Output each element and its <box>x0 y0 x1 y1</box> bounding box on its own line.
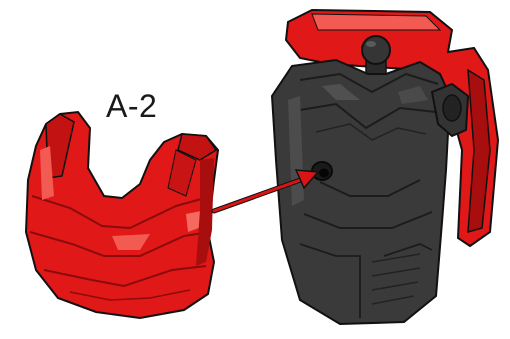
part-label: A-2 <box>106 88 157 125</box>
chest-armor-icon <box>26 112 218 318</box>
torso-icon <box>272 10 498 324</box>
neck-ball <box>362 36 390 64</box>
